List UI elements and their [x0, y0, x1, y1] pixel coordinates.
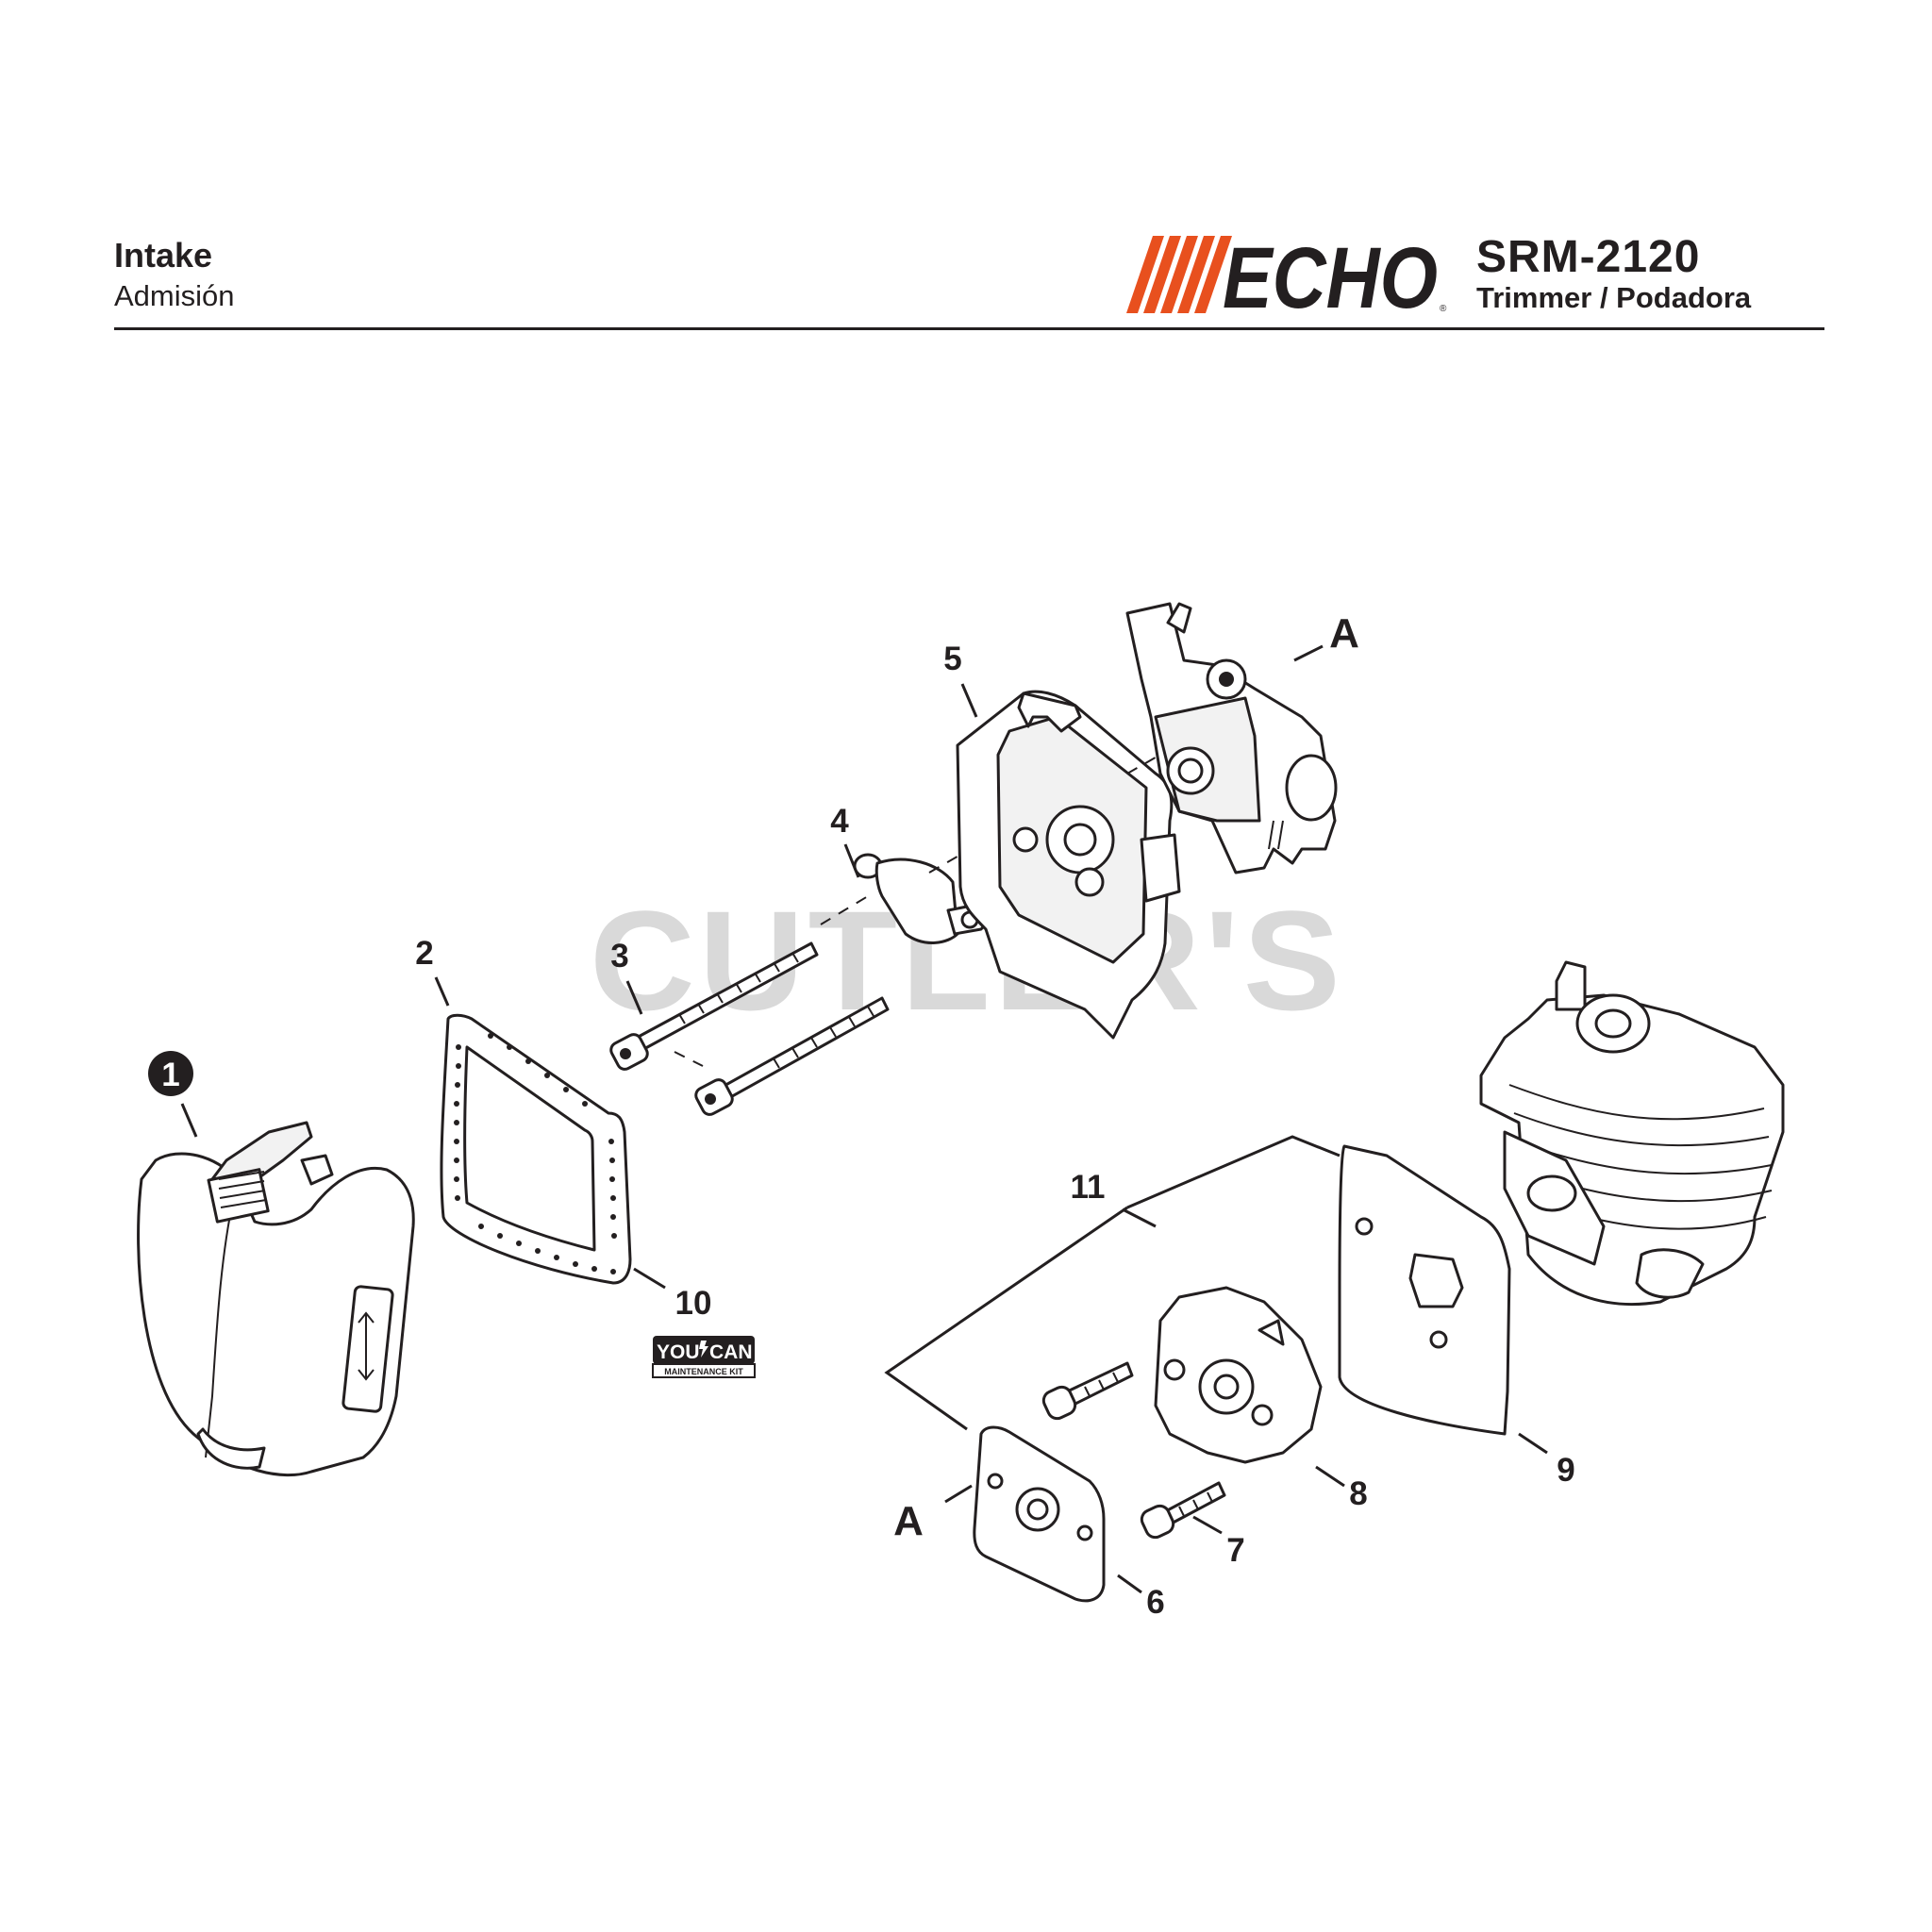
part-8-insulator[interactable]	[1154, 1286, 1323, 1464]
model-number: SRM-2120	[1476, 232, 1701, 282]
callout-11: 11	[1071, 1169, 1106, 1206]
echo-logo: ECHO ®	[1126, 236, 1447, 313]
wrench-icon	[699, 1341, 708, 1357]
part-7-screws[interactable]	[1041, 1361, 1226, 1541]
reference-a-bottom: A	[893, 1498, 924, 1544]
carburetor-assembly[interactable]	[1125, 602, 1338, 874]
brand-wordmark: ECHO	[1223, 236, 1438, 313]
callout-3: 3	[610, 938, 628, 974]
callout-9: 9	[1557, 1452, 1574, 1489]
page-title: Intake	[114, 236, 213, 275]
leader-lines	[180, 644, 1548, 1594]
page-subtitle: Admisión	[114, 279, 235, 312]
part-5-air-cleaner-case[interactable]	[956, 690, 1181, 1040]
product-type: Trimmer / Podadora	[1476, 281, 1752, 314]
cylinder[interactable]	[1479, 960, 1785, 1307]
callout-10: 10	[675, 1285, 712, 1322]
header-divider	[114, 327, 1824, 330]
reference-a-top: A	[1329, 610, 1359, 657]
part-9-gasket[interactable]	[1338, 1144, 1511, 1436]
callout-6: 6	[1146, 1584, 1164, 1621]
callout-numbers: 1 2 3 4 5 6 7 8 9 10 11 A A	[148, 610, 1575, 1621]
part-1-air-cleaner-cover[interactable]	[137, 1121, 415, 1477]
callout-8: 8	[1349, 1475, 1367, 1512]
kit-badge-you: YOU	[657, 1341, 700, 1363]
part-2-air-filter[interactable]	[440, 1013, 632, 1285]
callout-1-badge	[148, 1051, 193, 1096]
callout-2: 2	[415, 935, 433, 972]
part-3-bolts[interactable]	[608, 941, 890, 1117]
kit-badge-label: MAINTENANCE KIT	[664, 1367, 743, 1376]
callout-1: 1	[161, 1057, 179, 1093]
part-6-gasket[interactable]	[973, 1425, 1106, 1603]
kit-badge-can: CAN	[709, 1341, 753, 1363]
callout-7: 7	[1226, 1532, 1244, 1569]
svg-text:®: ®	[1440, 304, 1447, 313]
callout-5: 5	[943, 641, 961, 677]
maintenance-kit-badge: YOU CAN MAINTENANCE KIT	[652, 1336, 756, 1378]
callout-4: 4	[830, 803, 849, 840]
